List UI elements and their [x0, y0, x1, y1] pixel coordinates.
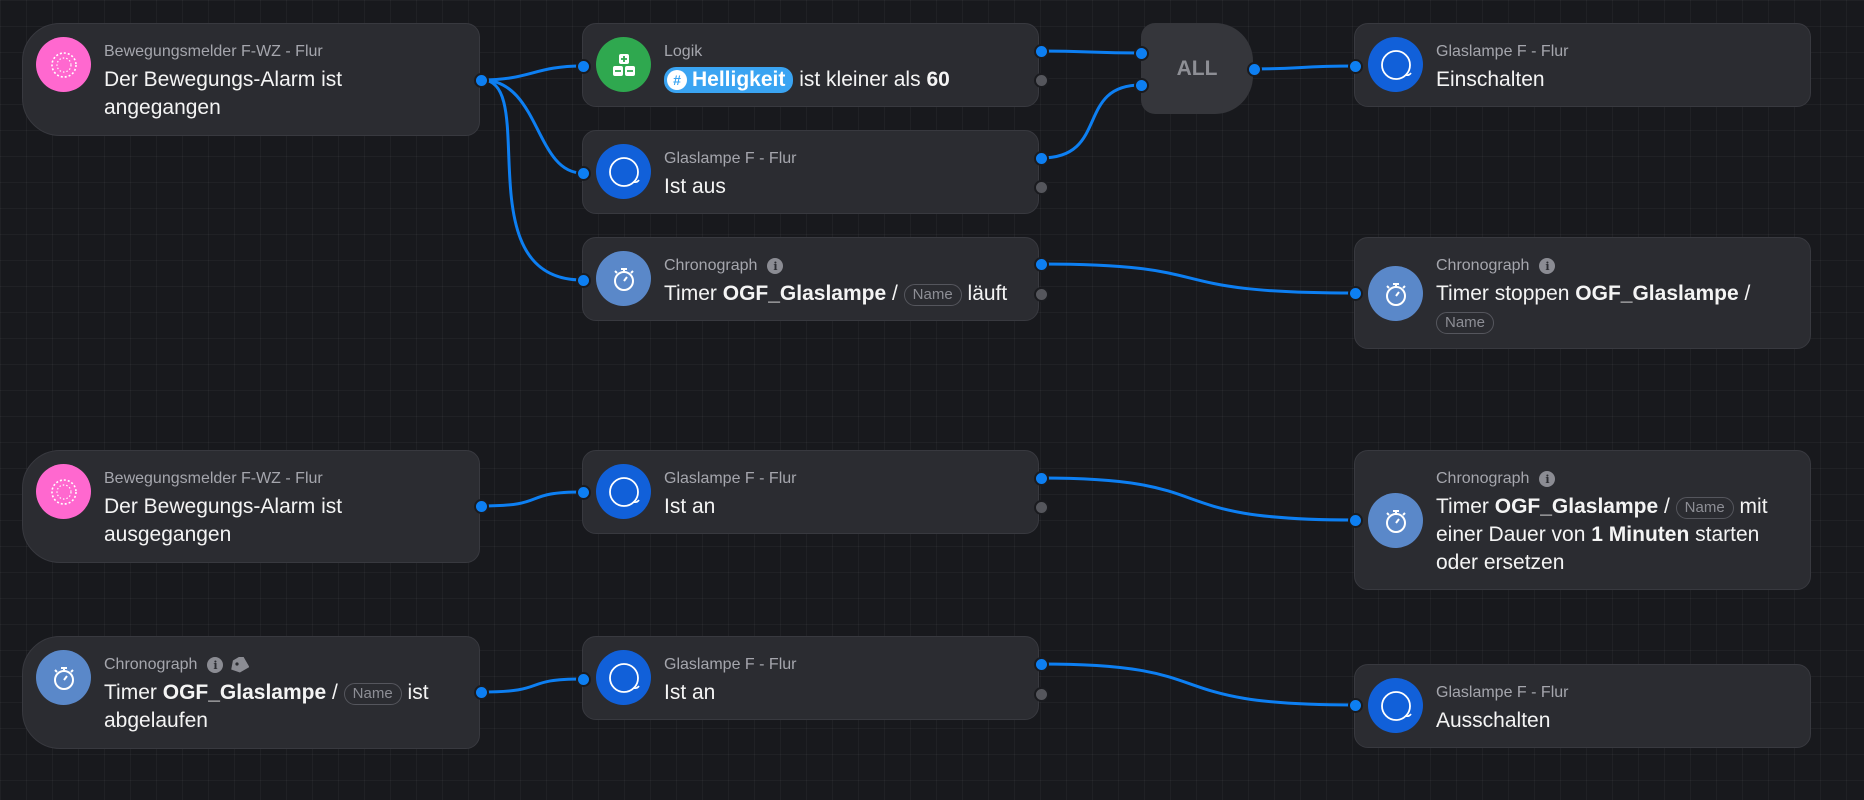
wire-all-to-switch-on [1252, 64, 1355, 71]
all-input-port-1[interactable] [1134, 46, 1149, 61]
wire-motion-off-to-lamp-on [481, 490, 583, 508]
output-port[interactable] [474, 73, 489, 88]
wire-timer-running-to-stop [1040, 262, 1355, 295]
output-port-false[interactable] [1034, 73, 1049, 88]
motion-sensor-icon [36, 464, 91, 519]
device-name: Bewegungsmelder F-WZ - Flur [104, 43, 323, 60]
motion-sensor-icon [36, 37, 91, 92]
hash-icon: # [667, 70, 687, 90]
input-port[interactable] [1348, 698, 1363, 713]
output-port-false[interactable] [1034, 687, 1049, 702]
output-port-false[interactable] [1034, 500, 1049, 515]
device-name: Glaslampe F - Flur [664, 150, 797, 167]
action-text: Einschalten [1436, 68, 1545, 91]
logic-calculator-icon [596, 37, 651, 92]
name-placeholder[interactable]: Name [343, 683, 402, 705]
all-input-port-2[interactable] [1134, 78, 1149, 93]
all-output-port[interactable] [1247, 62, 1262, 77]
condition-text: Timer OGF_Glaslampe / Name läuft [664, 282, 1008, 306]
output-port[interactable] [474, 499, 489, 514]
action-text: Timer stoppen OGF_Glaslampe /Name [1436, 280, 1750, 336]
wire-lamp-on-to-timer-start [1040, 476, 1355, 522]
action-text: Timer OGF_Glaslampe / Name mit einer Dau… [1436, 495, 1768, 574]
input-port[interactable] [576, 672, 591, 687]
condition-brightness[interactable]: Logik #Helligkeit ist kleiner als 60 [582, 23, 1039, 107]
info-icon[interactable]: i [207, 657, 224, 673]
device-name: Glaslampe F - Flur [664, 470, 797, 487]
lamp-icon [1368, 37, 1423, 92]
input-port[interactable] [576, 59, 591, 74]
info-icon[interactable]: i [1539, 258, 1556, 274]
device-name: Bewegungsmelder F-WZ - Flur [104, 470, 323, 487]
stopwatch-icon [36, 650, 91, 705]
stopwatch-icon [1368, 493, 1423, 548]
trigger-motion-alarm-off[interactable]: Bewegungsmelder F-WZ - Flur Der Bewegung… [22, 450, 480, 563]
condition-text: Ist an [664, 495, 716, 518]
wire-logic-to-all [1040, 49, 1142, 55]
input-port[interactable] [576, 273, 591, 288]
lamp-icon [596, 144, 651, 199]
output-port-true[interactable] [1034, 471, 1049, 486]
variable-tag[interactable]: #Helligkeit [664, 67, 794, 93]
output-port-true[interactable] [1034, 151, 1049, 166]
input-port[interactable] [1348, 59, 1363, 74]
input-port[interactable] [1348, 286, 1363, 301]
info-icon[interactable]: i [1539, 471, 1556, 487]
condition-lamp-off[interactable]: Glaslampe F - Flur Ist aus [582, 130, 1039, 214]
all-gate[interactable]: ALL [1141, 23, 1253, 114]
name-placeholder[interactable]: Name [1675, 497, 1734, 519]
condition-lamp-on-2[interactable]: Glaslampe F - Flur Ist an [582, 636, 1039, 720]
lamp-icon [596, 650, 651, 705]
condition-text: Ist aus [664, 175, 726, 198]
output-port-false[interactable] [1034, 287, 1049, 302]
stopwatch-icon [1368, 266, 1423, 321]
action-switch-off[interactable]: Glaslampe F - Flur Ausschalten [1354, 664, 1811, 748]
condition-text: #Helligkeit ist kleiner als 60 [664, 66, 950, 94]
output-port-true[interactable] [1034, 657, 1049, 672]
action-text: Ausschalten [1436, 709, 1551, 732]
name-placeholder[interactable]: Name [1436, 312, 1495, 334]
wire-motion-to-timer-running [481, 78, 583, 282]
stopwatch-icon [596, 251, 651, 306]
wire-motion-to-logic [481, 64, 583, 82]
lamp-icon [1368, 678, 1423, 733]
node-type: Logik [664, 43, 703, 60]
output-port[interactable] [474, 685, 489, 700]
output-port-true[interactable] [1034, 257, 1049, 272]
info-icon[interactable]: i [767, 258, 784, 274]
input-port[interactable] [576, 166, 591, 181]
wire-motion-to-lamp-off [481, 78, 583, 175]
trigger-text: Timer OGF_Glaslampe / Name ist abgelaufe… [104, 681, 429, 732]
input-port[interactable] [576, 485, 591, 500]
condition-lamp-on[interactable]: Glaslampe F - Flur Ist an [582, 450, 1039, 534]
price-tag-icon[interactable] [229, 657, 250, 673]
device-name: Glaslampe F - Flur [1436, 684, 1569, 701]
device-name: Glaslampe F - Flur [1436, 43, 1569, 60]
condition-text: Ist an [664, 681, 716, 704]
trigger-motion-alarm-on[interactable]: Bewegungsmelder F-WZ - Flur Der Bewegung… [22, 23, 480, 136]
wire-lamp-off-to-all [1040, 83, 1142, 160]
device-name: Glaslampe F - Flur [664, 656, 797, 673]
wire-timer-expired-to-lamp-on [481, 677, 583, 694]
output-port-false[interactable] [1034, 180, 1049, 195]
name-placeholder[interactable]: Name [903, 284, 962, 306]
output-port-true[interactable] [1034, 44, 1049, 59]
wire-lamp-on-to-switch-off [1040, 662, 1355, 707]
input-port[interactable] [1348, 513, 1363, 528]
lamp-icon [596, 464, 651, 519]
action-switch-on[interactable]: Glaslampe F - Flur Einschalten [1354, 23, 1811, 107]
